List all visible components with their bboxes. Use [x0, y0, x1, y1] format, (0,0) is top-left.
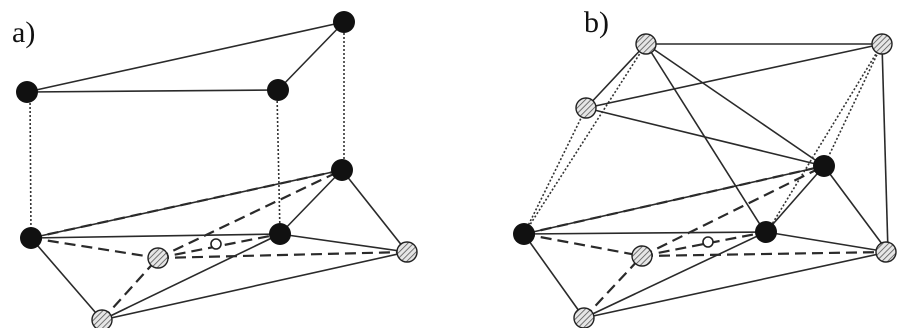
edge [277, 21, 345, 91]
dashed-bond [523, 164, 825, 236]
dashed-bond [30, 236, 159, 260]
hatched-atom [147, 247, 169, 269]
hatched-atom [91, 309, 113, 328]
hatched-atom [635, 33, 657, 55]
vertical-edge [276, 92, 281, 235]
filled-atom [331, 159, 353, 181]
dotted-edge [523, 43, 647, 235]
edge [765, 231, 889, 253]
vertical-edge [29, 94, 32, 237]
edge [585, 43, 883, 109]
filled-atom [16, 81, 38, 103]
edge [341, 169, 408, 253]
edge [101, 251, 408, 321]
panel-b-label: b) [584, 6, 609, 39]
edge [26, 89, 279, 93]
hatched-atom [871, 33, 893, 55]
dashed-bond [101, 257, 159, 321]
edge [101, 233, 281, 321]
edge [279, 169, 343, 235]
edge [523, 231, 767, 235]
filled-atom [269, 223, 291, 245]
edge [583, 251, 889, 319]
edge [881, 43, 889, 253]
dashed-bond [523, 232, 643, 258]
dashed-bond [157, 250, 408, 260]
edge [645, 43, 825, 167]
dotted-edge [823, 43, 883, 167]
edge [523, 233, 585, 319]
panel-b-structure [513, 33, 897, 328]
edge [585, 43, 647, 109]
hatched-atom [875, 241, 897, 263]
edge [645, 43, 767, 235]
dashed-bond [30, 168, 343, 240]
edge [30, 233, 281, 239]
hatched-atom [575, 97, 597, 119]
edge [279, 233, 408, 253]
panel-a-structure [16, 11, 418, 328]
dashed-bond [641, 250, 889, 258]
edge [583, 231, 767, 319]
filled-atom [813, 155, 835, 177]
hatched-atom [396, 241, 418, 263]
filled-atom [755, 221, 777, 243]
edge [26, 21, 345, 93]
filled-atom [20, 227, 42, 249]
dashed-bond [641, 230, 767, 258]
interstitial-site [210, 238, 222, 250]
dashed-bond [583, 255, 643, 319]
dashed-bond [641, 165, 825, 257]
hatched-atom [631, 245, 653, 267]
edge [823, 165, 889, 253]
edge [765, 165, 825, 233]
filled-atom [267, 79, 289, 101]
panel-a-label: a) [12, 16, 36, 49]
edge [30, 237, 103, 321]
dotted-edge [523, 107, 587, 235]
filled-atom [513, 223, 535, 245]
filled-atom [333, 11, 355, 33]
hatched-atom [573, 307, 595, 328]
interstitial-site [702, 236, 714, 248]
dashed-bond [157, 232, 281, 260]
dotted-edge [765, 43, 883, 235]
dashed-bond [157, 169, 343, 259]
